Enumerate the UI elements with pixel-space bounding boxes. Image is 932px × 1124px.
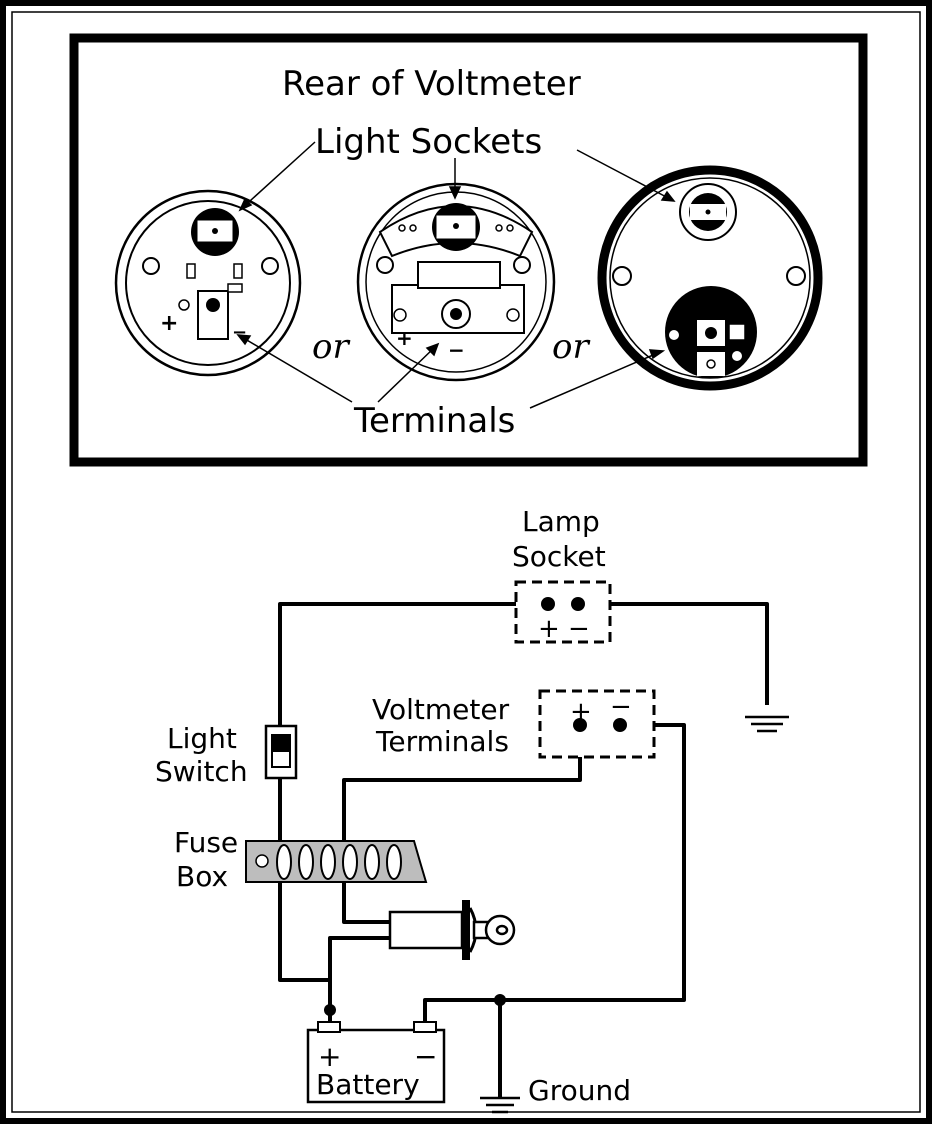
junction-battery-plus (324, 1004, 336, 1016)
or-label-right: or (552, 327, 590, 367)
lamp-minus-label: − (568, 614, 590, 644)
lamp-socket: + − (514, 580, 612, 644)
leader-lines (236, 141, 676, 409)
or-label-left: or (312, 327, 350, 367)
ground-label: Ground (528, 1074, 631, 1107)
fuse-box-label-line1: Fuse (174, 826, 238, 859)
gauge-rear-middle: + − (356, 182, 556, 382)
outer-frame-inner-line (11, 11, 921, 1113)
battery: + − Battery (306, 1021, 446, 1104)
panel-title: Rear of Voltmeter (282, 64, 581, 104)
terminals-label: Terminals (353, 401, 515, 441)
fuse-box-label-line2: Box (176, 860, 228, 893)
battery-plus-label: + (318, 1040, 341, 1073)
gauge-rear-left: + − (114, 189, 302, 377)
voltmeter-terminals-label-line2: Terminals (375, 725, 509, 758)
light-switch-label-line1: Light (167, 722, 237, 755)
battery-label: Battery (316, 1068, 420, 1101)
voltmeter-terminals-label-line1: Voltmeter (372, 693, 510, 726)
rear-of-voltmeter-panel: Rear of Voltmeter Light Sockets Terminal… (69, 33, 868, 467)
wiring-circuit: + − Lamp Socket + − Voltmeter Terminals (155, 505, 789, 1114)
svg-text:−: − (448, 338, 465, 362)
ignition-switch (388, 900, 516, 960)
battery-minus-label: − (414, 1040, 437, 1073)
ground-symbol-lamp (745, 715, 789, 733)
svg-text:+: + (160, 311, 178, 336)
light-switch (264, 724, 298, 780)
light-switch-label-line2: Switch (155, 755, 248, 788)
lamp-socket-label-line1: Lamp (522, 505, 600, 538)
gauge-rear-right (597, 165, 823, 391)
light-sockets-label: Light Sockets (315, 122, 542, 162)
voltmeter-terminals: + − (538, 689, 656, 759)
ground-symbol-battery (480, 1096, 520, 1114)
key-icon (472, 914, 516, 946)
volt-plus-label: + (570, 697, 592, 727)
lamp-plus-label: + (538, 614, 560, 644)
panel-border (69, 33, 868, 467)
volt-minus-label: − (610, 692, 632, 722)
svg-text:+: + (396, 326, 413, 350)
junction-ground (494, 994, 506, 1006)
fuse-box (245, 840, 428, 883)
lamp-socket-label-line2: Socket (512, 540, 606, 573)
